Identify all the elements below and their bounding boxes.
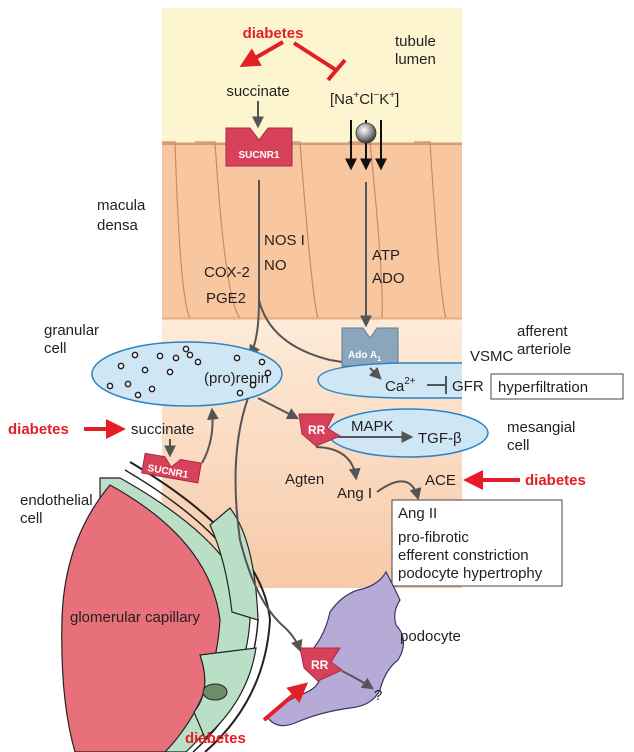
diabetes-label-top: diabetes bbox=[243, 25, 304, 42]
nos-label: NOS I bbox=[264, 232, 305, 249]
succinate-label-left: succinate bbox=[131, 421, 194, 438]
podocyte-label: podocyte bbox=[400, 628, 461, 645]
ace-label: ACE bbox=[425, 472, 456, 489]
tgf-beta-label: TGF-β bbox=[418, 430, 462, 447]
diabetes-label-bottom: diabetes bbox=[185, 730, 246, 747]
succinate-label-top: succinate bbox=[226, 83, 289, 100]
sucnr1-receptor-top: SUCNR1 bbox=[225, 127, 293, 167]
prorenin-to-podocyte-arrow bbox=[234, 397, 303, 653]
gfr-label: GFR bbox=[452, 378, 484, 395]
svg-text:RR: RR bbox=[311, 658, 329, 672]
pge2-label: PGE2 bbox=[206, 290, 246, 307]
ado-to-ca-arrow bbox=[368, 366, 382, 380]
hyperfiltration-box bbox=[490, 373, 624, 400]
prorenin-label: (pro)renin bbox=[204, 370, 269, 387]
ang2-label: Ang II bbox=[398, 505, 437, 522]
question-mark: ? bbox=[374, 687, 382, 704]
macula-densa-region bbox=[162, 142, 462, 320]
ang1-label: Ang I bbox=[337, 485, 372, 502]
diabetes-inhibit-bar bbox=[326, 58, 347, 82]
agten-label: Agten bbox=[285, 471, 324, 488]
no-label: NO bbox=[264, 257, 287, 274]
ion-transporter bbox=[345, 120, 387, 171]
rr-receptor-podocyte: RR bbox=[299, 647, 343, 682]
tubule-lumen-region bbox=[162, 8, 462, 148]
svg-text:SUCNR1: SUCNR1 bbox=[238, 150, 280, 161]
ang2-effects-box bbox=[391, 499, 563, 587]
diabetes-label-ace: diabetes bbox=[525, 472, 586, 489]
diabetes-to-podocyte-arrow bbox=[262, 682, 309, 722]
agten-to-ang1-arrow bbox=[315, 446, 361, 481]
svg-text:RR: RR bbox=[308, 423, 326, 437]
ions-label: [Na+Cl−K+] bbox=[330, 90, 399, 108]
vsmc-label: VSMC bbox=[470, 348, 514, 365]
renin-granules bbox=[106, 345, 272, 399]
atp-label: ATP bbox=[372, 247, 400, 264]
ang2-effect-2: efferent constriction bbox=[398, 547, 529, 564]
glomerular-capillary-label: glomerular capillary bbox=[70, 609, 201, 626]
afferent-arteriole-cell bbox=[317, 362, 462, 399]
ang2-effect-1: pro-fibrotic bbox=[398, 529, 469, 546]
prorenin-to-rr-arrow bbox=[257, 397, 300, 420]
macula-densa-cell-borders bbox=[162, 141, 447, 319]
glomerular-capillary-structure bbox=[61, 461, 272, 752]
diabetes-inhibits-ions bbox=[292, 41, 338, 72]
ang1-to-ang2-arrow bbox=[376, 480, 422, 501]
rr-to-question-arrow bbox=[341, 670, 374, 690]
cox2-label: COX-2 bbox=[204, 264, 250, 281]
ado-label: ADO bbox=[372, 270, 405, 287]
diabetes-label-left: diabetes bbox=[8, 421, 69, 438]
hyperfiltration-label: hyperfiltration bbox=[498, 379, 588, 396]
diabetes-to-succinate-arrow bbox=[239, 40, 284, 67]
ang2-effect-3: podocyte hypertrophy bbox=[398, 565, 543, 582]
svg-text:Ado A1: Ado A1 bbox=[348, 350, 381, 363]
ca-label: Ca2+ bbox=[385, 376, 416, 395]
sucnr1-to-prorenin-arrow bbox=[201, 407, 219, 464]
mapk-label: MAPK bbox=[351, 418, 394, 435]
